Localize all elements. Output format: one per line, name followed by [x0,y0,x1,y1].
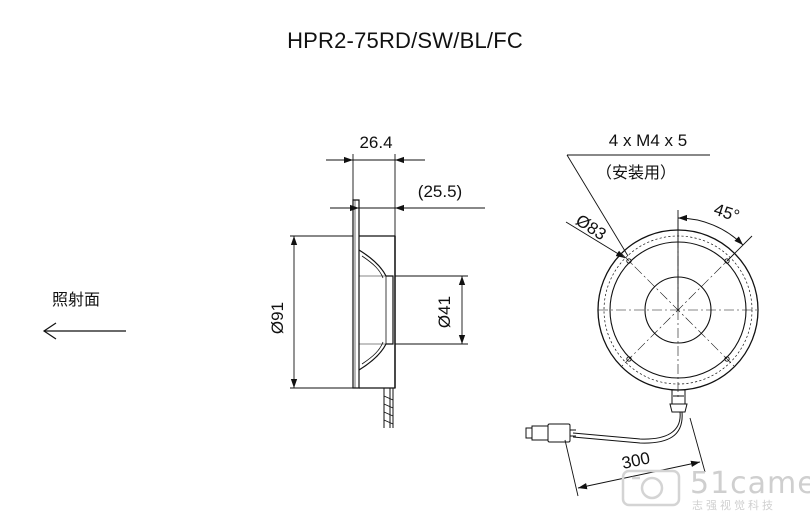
watermark: 51camera 志强视觉科技 [621,466,810,512]
screw-note: （安装用） [596,163,676,182]
mounting-hole [724,356,730,362]
screw-spec: 4 x M4 x 5 [609,131,687,150]
body-outline [359,235,396,389]
watermark-subtitle: 志强视觉科技 [692,498,776,512]
product-title: HPR2-75RD/SW/BL/FC [287,28,523,53]
side-view [352,199,396,428]
side-dimensions [290,154,485,389]
watermark-logo-icon [621,469,681,507]
outer-diameter-dimension: Ø91 [268,302,287,334]
width-dimension: 26.4 [359,133,392,152]
front-view [525,220,759,444]
inner-diameter-dimension: Ø41 [435,296,454,328]
cable-length-dimension: 300 [620,448,652,472]
illumination-label: 照射面 [52,290,100,309]
mounting-hole [724,258,730,264]
arrow-head-icon [42,322,57,340]
inner-width-dimension: (25.5) [418,182,462,201]
connector [525,423,576,443]
front-annotations [564,154,753,497]
watermark-brand: 51camera [690,466,810,501]
flange-plate [352,199,360,389]
cable [572,411,681,440]
mounting-holes [626,258,730,362]
angle-dimension: 45° [712,200,742,226]
cable-gland [669,390,688,413]
mounting-hole [626,356,632,362]
illumination-indicator: 照射面 [42,290,126,340]
side-cable [383,388,394,428]
mounting-hole [626,258,632,264]
